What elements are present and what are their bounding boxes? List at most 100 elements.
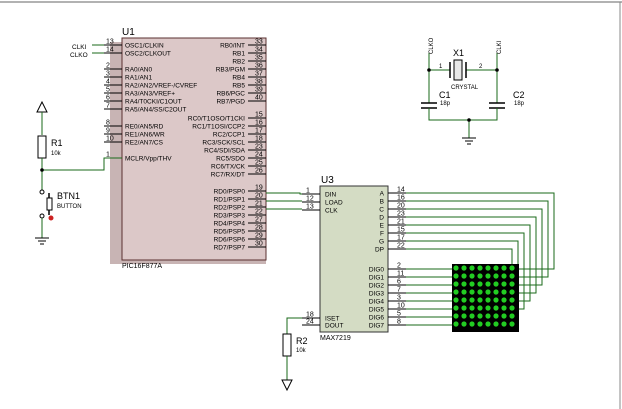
led-matrix[interactable]: [452, 264, 519, 332]
led-dot: [485, 281, 491, 287]
u1-left-pins: 13OSC1/CLKIN14OSC2/CLKOUT2RA0/AN03RA1/AN…: [92, 39, 197, 163]
led-dot: [501, 281, 507, 287]
u3-pin-label: G: [379, 239, 384, 246]
led-dot: [509, 265, 515, 271]
x1-ref: X1: [453, 48, 464, 58]
led-dot: [485, 297, 491, 303]
x1-part: CRYSTAL: [451, 85, 479, 91]
osc-left-net: CLKO: [429, 37, 435, 54]
u3-pin-number: 8: [397, 319, 401, 326]
led-dot: [453, 305, 459, 311]
u3-pin-label: E: [380, 223, 385, 230]
u1-pin-label: RB5: [232, 83, 245, 90]
u1-pin-label: RD1/PSP1: [214, 197, 246, 204]
led-dot: [461, 273, 467, 279]
u1-pin-number: 34: [255, 47, 263, 54]
u3-right-pins: 14A16B20C23D21E15F17G22DP2DIG011DIG16DIG…: [369, 187, 406, 330]
wire-cap-ground: [428, 108, 498, 121]
u1-pin-number: 38: [255, 79, 263, 86]
u3-pin-label: DIN: [325, 192, 337, 199]
c2-capacitor[interactable]: C2 18p: [489, 90, 525, 109]
u3-pin-17: 17G: [379, 235, 406, 246]
led-dot: [509, 289, 515, 295]
led-dot: [493, 289, 499, 295]
u3-pin-number: 20: [397, 203, 405, 210]
u1-pin-label: RA2/AN2/VREF-/CVREF: [125, 83, 197, 90]
led-dot: [509, 313, 515, 319]
u1-pin-label: RD3/PSP3: [214, 213, 246, 220]
u3-pin-15: 15F: [380, 227, 406, 238]
led-dot: [477, 265, 483, 271]
u3-pin-14: 14A: [380, 187, 406, 198]
led-dot: [501, 265, 507, 271]
u1-pin-label: RC3/SCK/SCL: [202, 140, 245, 147]
u1-pin-label: RA0/AN0: [125, 67, 152, 74]
iset-circuit: R2 10k: [281, 317, 308, 392]
led-dot: [509, 305, 515, 311]
led-dot: [453, 297, 459, 303]
led-dot: [461, 289, 467, 295]
r1-resistor[interactable]: R1 10k: [37, 135, 63, 159]
led-dot: [469, 321, 475, 327]
u3-pin-label: DIG6: [369, 315, 385, 322]
spi-wires: [266, 192, 302, 210]
btn1-contact-bottom: [39, 213, 45, 219]
u3-pin-label: DIG3: [369, 291, 385, 298]
led-dot: [477, 313, 483, 319]
u1-pin-number: 3: [106, 71, 110, 78]
wire-mclr: [42, 157, 122, 171]
led-dot: [453, 313, 459, 319]
led-dot: [485, 273, 491, 279]
u1-pin-number: 28: [255, 225, 263, 232]
btn1-button[interactable]: BTN1 BUTTON: [39, 189, 82, 221]
u3-pin-number: 2: [397, 263, 401, 270]
u1-pin-number: 15: [255, 112, 263, 119]
u1-pin-label: RB0/INT: [220, 43, 245, 50]
r2-resistor[interactable]: R2 10k: [282, 333, 308, 357]
u3-pin-number: 7: [397, 287, 401, 294]
u3-pin-label: ISET: [325, 316, 339, 323]
x1-crystal[interactable]: X1 CRYSTAL 1 2: [439, 48, 483, 91]
wire-din: [266, 192, 302, 195]
u1-pin-number: 37: [255, 71, 263, 78]
led-dot: [485, 313, 491, 319]
led-dot: [493, 273, 499, 279]
u3-pin-number: 11: [397, 271, 404, 278]
led-dot: [477, 289, 483, 295]
osc-ground-symbol: [462, 137, 476, 145]
c1-ref: C1: [439, 90, 451, 100]
u1-pin-number: 24: [255, 152, 263, 159]
u1-microcontroller[interactable]: U1 PIC16F877A 13OSC1/CLKIN14OSC2/CLKOUT2…: [70, 27, 267, 270]
u1-pin-number: 26: [255, 168, 263, 175]
u1-pin-number: 30: [255, 241, 263, 248]
led-dot: [493, 281, 499, 287]
u3-pin-label: D: [379, 215, 384, 222]
c2-ref: C2: [513, 90, 525, 100]
u1-pin-number: 20: [255, 193, 263, 200]
c1-value: 18p: [440, 101, 451, 107]
u1-pin-number: 14: [106, 47, 114, 54]
c1-capacitor[interactable]: C1 18p: [421, 90, 451, 109]
u1-pin-number: 13: [106, 39, 114, 46]
u3-pin-20: 20C: [379, 203, 406, 214]
u1-pin-label: RB2: [232, 59, 245, 66]
u1-pin-label: RD5/PSP5: [214, 229, 246, 236]
u1-pin-label: RD4/PSP4: [214, 221, 246, 228]
oscillator-section: CLKO CLKI X1 CRYSTAL 1 2 C1 18p C2 18p: [421, 37, 525, 145]
u1-pin-number: 39: [255, 87, 263, 94]
x1-body: [453, 59, 463, 81]
u1-pin-number: 4: [106, 79, 110, 86]
u1-pin-number: 9: [106, 128, 110, 135]
u1-pin-number: 1: [106, 152, 110, 159]
